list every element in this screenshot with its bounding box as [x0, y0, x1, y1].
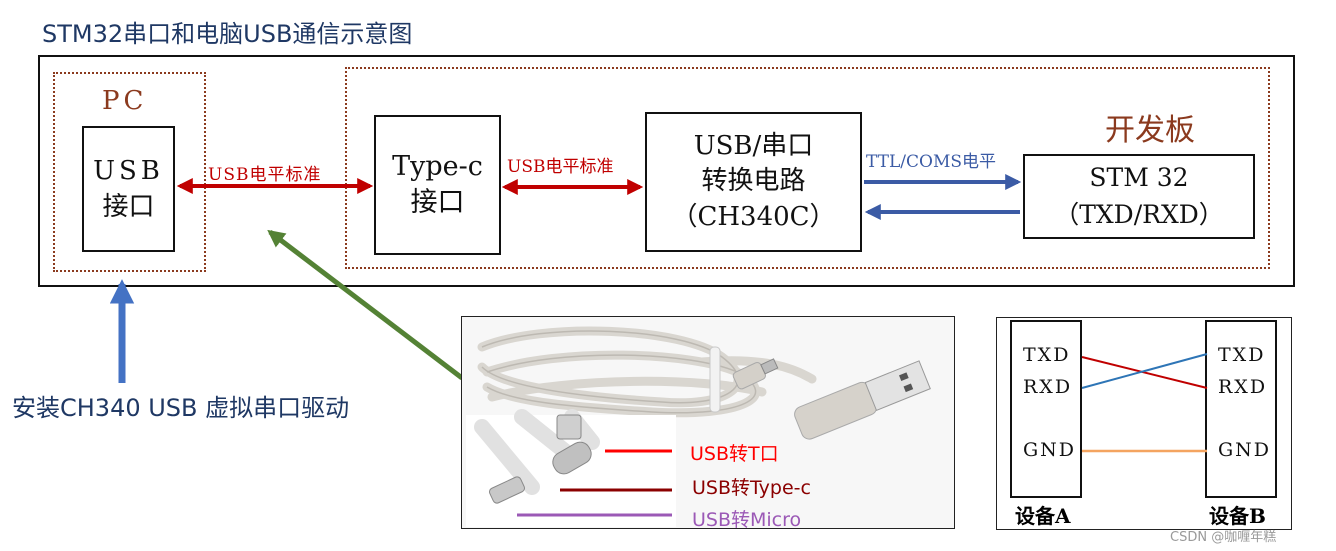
main-frame — [38, 55, 1295, 287]
ttl-level-label: TTL/COMS电平 — [866, 152, 997, 172]
typec-line1: Type-c — [392, 150, 483, 182]
diagram-title: STM32串口和电脑USB通信示意图 — [42, 20, 413, 48]
board-label: 开发板 — [1105, 113, 1195, 148]
typec-port-box: Type-c 接口 — [374, 115, 501, 255]
stm32-line1: STM 32 — [1089, 163, 1189, 193]
typec-line2: 接口 — [410, 187, 465, 218]
device-b-pin-txd: TXD — [1218, 344, 1266, 366]
tx-cross-line — [1081, 356, 1208, 389]
stm32-line2: （TXD/RXD） — [1054, 199, 1224, 229]
usb-port-box: USB 接口 — [82, 126, 175, 252]
legend-usb-t: USB转T口 — [690, 443, 779, 465]
cable-pointer-arrow — [267, 229, 464, 380]
legend-usb-micro: USB转Micro — [692, 509, 802, 529]
csdn-watermark: CSDN @咖喱年糕 — [1170, 530, 1277, 545]
uart-wiring-panel: TXD RXD GND TXD RXD GND 设备A 设备B — [996, 317, 1292, 530]
ch340-line3: （CH340C） — [671, 201, 836, 232]
device-a-pin-txd: TXD — [1023, 344, 1071, 366]
pc-group — [53, 72, 206, 272]
usb-level-label-2: USB电平标准 — [507, 157, 614, 177]
device-a-label: 设备A — [1015, 504, 1071, 528]
ch340-box: USB/串口 转换电路 （CH340C） — [645, 112, 862, 252]
board-group — [345, 67, 1270, 269]
usb-cable-image — [462, 317, 954, 528]
device-a-pin-rxd: RXD — [1023, 376, 1073, 398]
usb-port-line2: 接口 — [102, 192, 155, 222]
stm32-box: STM 32 （TXD/RXD） — [1023, 154, 1255, 239]
usb-port-line1: USB — [93, 155, 164, 186]
usb-cable-photo: USB转T口 USB转Type-c USB转Micro — [461, 316, 955, 529]
legend-usb-typec: USB转Type-c — [692, 477, 811, 499]
wiring-lines — [1081, 353, 1208, 453]
device-b-block — [1205, 320, 1277, 498]
rx-cross-line — [1081, 353, 1208, 389]
device-b-label: 设备B — [1209, 504, 1266, 528]
driver-note: 安装CH340 USB 虚拟串口驱动 — [12, 394, 350, 422]
device-a-pin-gnd: GND — [1023, 439, 1077, 461]
device-a-block — [1010, 320, 1082, 498]
pc-label: PC — [102, 86, 148, 116]
device-b-pin-gnd: GND — [1218, 439, 1272, 461]
ch340-line2: 转换电路 — [701, 166, 806, 197]
device-b-pin-rxd: RXD — [1218, 376, 1268, 398]
ch340-line1: USB/串口 — [693, 131, 814, 162]
